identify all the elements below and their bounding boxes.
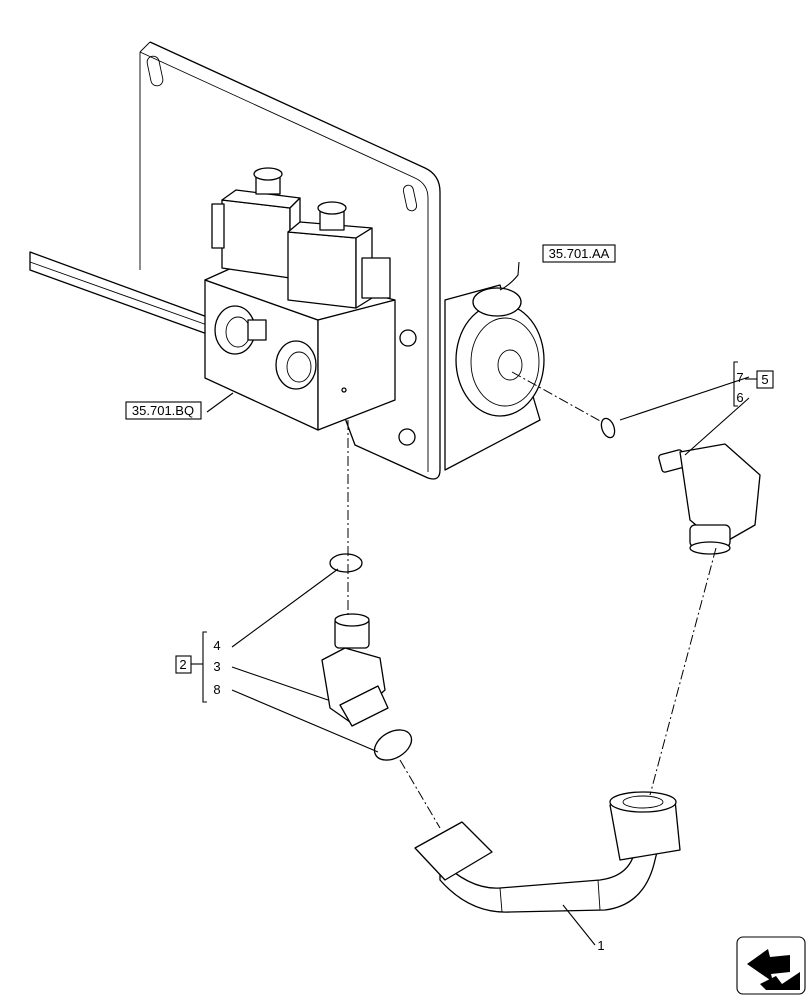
leader-lines [206,261,750,946]
elbow-fitting-upper [658,443,761,555]
solenoid-coil-right [287,201,391,309]
group-5-label: 5 [761,372,768,387]
center-lines [347,371,717,829]
callout-3: 3 [213,659,220,674]
elbow-fitting-lower [321,613,389,727]
group-box-5: 5 [756,370,774,389]
group-box-2: 2 [175,655,192,674]
reference-bq-label: 35.701.BQ [132,403,194,418]
reference-box-bq[interactable]: 35.701.BQ [125,401,202,420]
o-ring-item-7 [600,417,616,439]
callout-1: 1 [597,938,604,953]
motor-pump [444,284,545,471]
o-ring-item-4 [329,553,363,573]
callout-6: 6 [736,390,743,405]
group-bracket-lower [202,631,207,703]
reference-box-aa[interactable]: 35.701.AA [542,244,616,263]
callout-8: 8 [213,682,220,697]
group-2-label: 2 [179,657,186,672]
navigation-arrow-icon[interactable] [736,936,806,995]
group-bracket-upper [733,361,738,407]
callout-4: 4 [213,638,220,653]
callout-7: 7 [736,370,743,385]
reference-aa-label: 35.701.AA [549,246,610,261]
o-ring-item-8 [373,729,413,761]
hose-pipe [414,791,681,913]
